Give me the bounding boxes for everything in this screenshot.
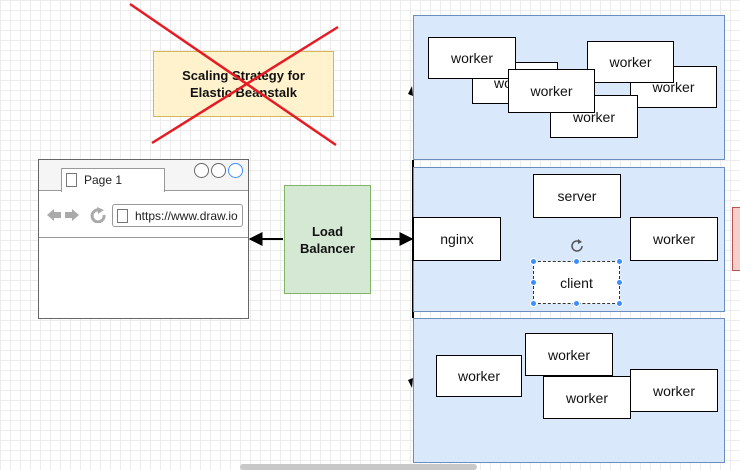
browser-tab-label: Page 1 xyxy=(84,173,123,187)
load-balancer-box[interactable]: Load Balancer xyxy=(284,185,371,294)
worker-box[interactable]: worker xyxy=(630,369,718,412)
nav-buttons xyxy=(47,207,106,223)
address-bar-url: https://www.draw.io xyxy=(135,209,238,223)
worker-box[interactable]: worker xyxy=(543,376,631,419)
title-line-1: Scaling Strategy for xyxy=(182,68,305,83)
server-label: server xyxy=(557,188,597,204)
client-box[interactable]: client xyxy=(533,261,620,304)
nginx-label: nginx xyxy=(440,231,474,247)
browser-tab-bar: Page 1 xyxy=(39,160,248,192)
worker-label: worker xyxy=(457,368,500,384)
server-box[interactable]: server xyxy=(533,174,621,218)
client-label: client xyxy=(560,274,593,291)
worker-box[interactable]: worker xyxy=(428,37,516,79)
lb-line-1: Load xyxy=(311,223,344,239)
worker-label: worker xyxy=(530,83,573,99)
forward-arrow-icon xyxy=(65,209,79,221)
worker-box[interactable]: worker xyxy=(508,69,595,113)
diagram-title-box[interactable]: Scaling Strategy for Elastic Beanstalk xyxy=(153,51,334,117)
worker-box[interactable]: worker xyxy=(587,41,674,83)
nginx-box[interactable]: nginx xyxy=(413,217,501,261)
resize-handle[interactable] xyxy=(573,300,580,307)
page-icon xyxy=(66,173,77,187)
resize-handle[interactable] xyxy=(616,300,623,307)
worker-label: worker xyxy=(652,382,695,399)
window-minimize-icon[interactable] xyxy=(194,163,209,178)
browser-nav-row: https://www.draw.io xyxy=(39,192,248,238)
worker-label: worker xyxy=(652,231,695,247)
address-bar[interactable]: https://www.draw.io xyxy=(112,204,243,227)
worker-label: worker xyxy=(609,54,652,70)
resize-handle[interactable] xyxy=(616,279,623,286)
window-close-icon[interactable] xyxy=(228,163,243,178)
worker-label: worker xyxy=(565,389,608,406)
top-arrow-tip xyxy=(408,86,413,96)
worker-label: worker xyxy=(547,346,590,363)
resize-handle[interactable] xyxy=(530,279,537,286)
lb-line-2: Balancer xyxy=(300,240,355,256)
browser-mockup[interactable]: Page 1 https://www.draw.io xyxy=(38,159,249,319)
worker-label: worker xyxy=(450,50,493,66)
resize-handle[interactable] xyxy=(530,258,537,265)
rotate-handle-icon[interactable] xyxy=(570,239,584,253)
worker-label: worker xyxy=(652,79,695,95)
resize-handle[interactable] xyxy=(530,300,537,307)
resize-handle[interactable] xyxy=(616,258,623,265)
browser-tab[interactable]: Page 1 xyxy=(61,168,165,192)
page-icon xyxy=(117,209,128,223)
middle-worker-box[interactable]: worker xyxy=(630,217,718,261)
back-arrow-icon xyxy=(47,209,61,221)
worker-box[interactable]: worker xyxy=(436,355,522,397)
title-line-2: Elastic Beanstalk xyxy=(190,85,297,100)
horizontal-scrollbar[interactable] xyxy=(240,464,477,470)
window-maximize-icon[interactable] xyxy=(211,163,226,178)
offscreen-box[interactable] xyxy=(732,207,740,271)
worker-box[interactable]: worker xyxy=(525,333,613,376)
reload-icon xyxy=(90,207,106,223)
bottom-arrow-tip xyxy=(408,378,413,388)
resize-handle[interactable] xyxy=(573,258,580,265)
